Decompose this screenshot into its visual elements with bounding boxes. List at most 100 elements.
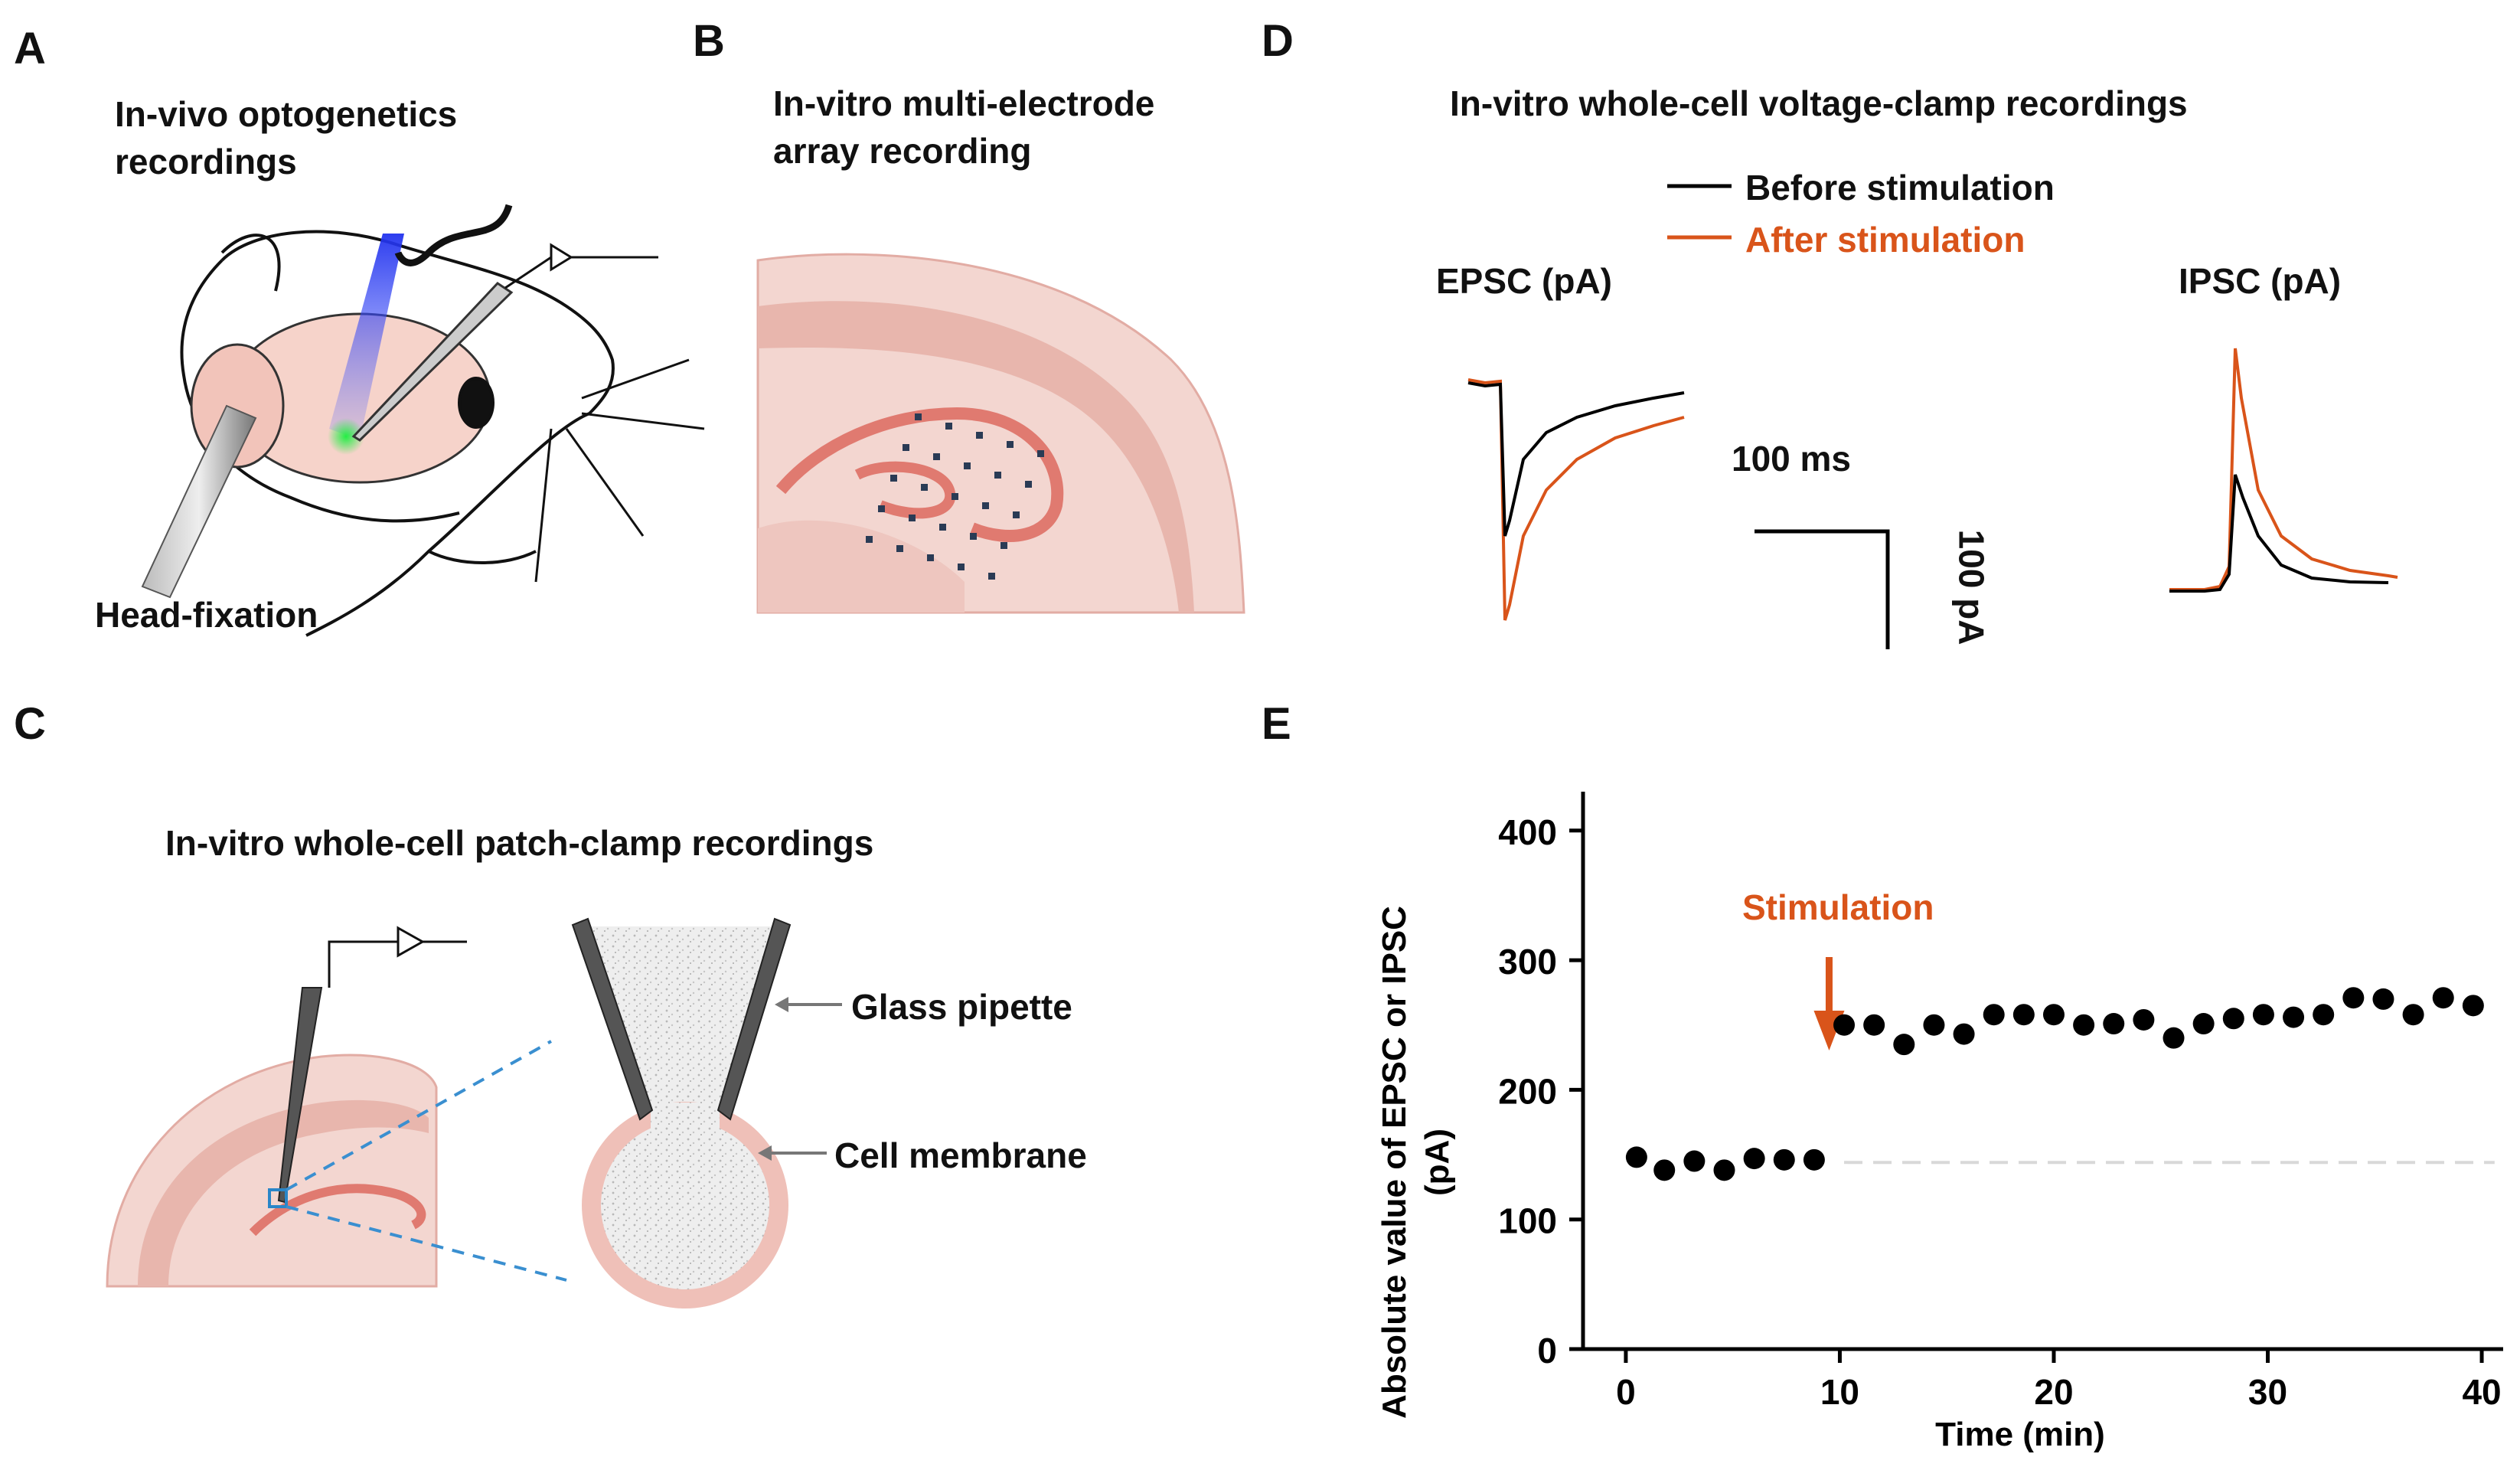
electrode-dot-12 — [952, 493, 958, 500]
data-point-17 — [2133, 1008, 2155, 1031]
panel-a-title-line2: recordings — [115, 142, 297, 181]
patch-wire — [328, 940, 467, 988]
panel-label-c: C — [14, 699, 46, 749]
electrode-wire — [504, 256, 658, 289]
electrode-dot-24 — [988, 573, 995, 580]
data-point-24 — [2342, 987, 2365, 1009]
patch-hippocampus-layer — [249, 1184, 426, 1237]
electrode-dot-5 — [903, 444, 909, 451]
x-tick-label-20: 20 — [2034, 1372, 2073, 1412]
amplifier-triangle-c — [397, 926, 426, 958]
data-point-23 — [2313, 1004, 2335, 1026]
electrode-array-dots — [866, 413, 1044, 580]
electrode-dot-14 — [1013, 511, 1020, 518]
x-tick-label-30: 30 — [2248, 1372, 2287, 1412]
epsc-label: EPSC (pA) — [1436, 261, 1612, 301]
electrode-dot-15 — [878, 505, 885, 512]
data-point-3 — [1713, 1159, 1735, 1181]
data-point-19 — [2192, 1013, 2215, 1035]
recording-electrode — [351, 282, 514, 442]
data-point-13 — [2012, 1004, 2035, 1026]
cell-membrane-pointer-head — [758, 1145, 772, 1161]
data-point-16 — [2103, 1013, 2125, 1035]
electrode-dot-4 — [1037, 450, 1044, 457]
data-point-12 — [1983, 1004, 2005, 1026]
slice-cortex — [758, 301, 1194, 613]
electrode-dot-10 — [890, 475, 897, 482]
data-point-18 — [2163, 1027, 2185, 1049]
electrode-dot-7 — [964, 462, 971, 469]
pipette-wall-left — [571, 917, 654, 1121]
y-tick-label-300: 300 — [1498, 942, 1557, 982]
panel-a-title: In-vivo optogenetics recordings — [115, 90, 457, 185]
data-point-22 — [2283, 1006, 2305, 1028]
scale-time-label: 100 ms — [1732, 439, 1852, 479]
y-tick-label-100: 100 — [1498, 1201, 1557, 1241]
cell-interior — [601, 1121, 769, 1289]
electrode-dot-9 — [1025, 481, 1032, 488]
data-point-25 — [2372, 988, 2394, 1010]
electrode-dot-6 — [933, 453, 940, 460]
electrode-dot-11 — [921, 484, 928, 491]
data-point-5 — [1773, 1148, 1795, 1171]
legend-after-label: After stimulation — [1745, 220, 2025, 260]
optogenetic-laser-beam — [329, 234, 404, 440]
data-point-0 — [1625, 1146, 1647, 1168]
epsc-trace-before — [1467, 381, 1685, 537]
hippocampus-dentate-gyrus — [854, 461, 956, 519]
electrode-dot-0 — [915, 413, 922, 420]
electrode-dot-23 — [958, 564, 965, 570]
data-point-8 — [1863, 1014, 1885, 1036]
ipsc-trace-before — [2169, 474, 2389, 593]
slice-lower — [758, 520, 965, 613]
data-point-11 — [1953, 1023, 1975, 1045]
panel-label-b: B — [693, 16, 725, 66]
electrode-dot-18 — [970, 533, 977, 540]
optical-fiber-cable — [394, 204, 513, 266]
seal-opening — [651, 1103, 720, 1133]
data-point-14 — [2042, 1004, 2065, 1026]
panel-label-a: A — [14, 24, 46, 74]
zoom-line-upper — [286, 1040, 552, 1191]
x-tick-label-40: 40 — [2462, 1372, 2501, 1412]
patch-slice-illustration — [106, 1054, 438, 1288]
scale-bar — [1755, 529, 1890, 649]
panel-label-e: E — [1262, 699, 1291, 749]
electrode-dot-8 — [994, 472, 1001, 479]
data-point-26 — [2402, 1004, 2424, 1026]
electrode-dot-20 — [866, 536, 873, 543]
data-point-1 — [1653, 1159, 1676, 1181]
light-spot-glow — [328, 418, 364, 455]
zoom-box — [268, 1188, 288, 1208]
panel-a-title-line1: In-vivo optogenetics — [115, 94, 458, 134]
mouse-jaw — [428, 550, 537, 564]
hippocampus-ca-layer — [775, 407, 1064, 542]
data-point-28 — [2462, 995, 2484, 1017]
patch-slice-cortex — [138, 1099, 429, 1286]
ipsc-label: IPSC (pA) — [2179, 261, 2342, 301]
mouse-eye — [458, 377, 495, 429]
panel-b-title: In-vitro multi-electrode array recording — [773, 80, 1154, 175]
glass-pipette-pointer-head — [775, 997, 788, 1012]
data-point-4 — [1743, 1148, 1765, 1170]
data-point-2 — [1683, 1150, 1706, 1172]
zoom-line-lower — [286, 1205, 567, 1282]
brain-slice-illustration — [756, 253, 1245, 614]
electrode-dot-1 — [945, 423, 952, 430]
panel-d-title: In-vitro whole-cell voltage-clamp record… — [1450, 83, 2188, 123]
data-point-7 — [1833, 1014, 1856, 1036]
x-axis-label: Time (min) — [1935, 1416, 2105, 1453]
electrode-dot-3 — [1007, 441, 1014, 448]
y-tick-label-0: 0 — [1537, 1331, 1557, 1371]
data-point-6 — [1803, 1148, 1825, 1171]
data-point-21 — [2252, 1004, 2274, 1026]
y-axis-label: Absolute value of EPSC or IPSC(pA) — [1376, 906, 1456, 1419]
electrode-dot-22 — [927, 554, 934, 561]
data-point-27 — [2432, 987, 2454, 1009]
y-tick-label-200: 200 — [1498, 1071, 1557, 1111]
pipette-cell-zoom — [571, 917, 792, 1308]
head-fixation-label: Head-fixation — [95, 595, 318, 635]
mouse-whiskers — [534, 358, 705, 583]
